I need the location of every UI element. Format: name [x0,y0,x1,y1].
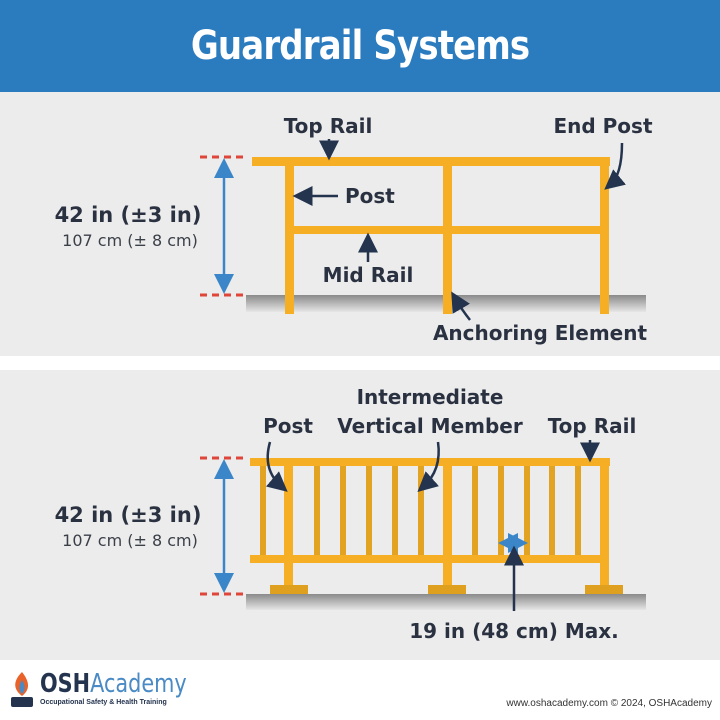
ground-slab [246,594,646,610]
intermediate-vertical-member [418,466,424,555]
bottom-rail [250,555,608,563]
intermediate-vertical-member [524,466,530,555]
brand-tagline: Occupational Safety & Health Training [40,699,167,706]
oshacademy-logo[interactable]: OSHAcademy Occupational Safety & Health … [8,670,223,712]
intermediate-vertical-member [314,466,320,555]
intermediate-vertical-member [392,466,398,555]
height-cm: 107 cm (± 8 cm) [62,231,198,250]
intermediate-vertical-member [472,466,478,555]
height-inches: 42 in (±3 in) [55,203,202,227]
label-post: Post [345,184,395,208]
intermediate-vertical-member [575,466,581,555]
height-inches: 42 in (±3 in) [55,503,202,527]
top-rail [252,157,610,166]
label-end-post: End Post [553,114,652,138]
label-ivm-line1: Intermediate [357,385,504,409]
label-mid-rail: Mid Rail [323,263,414,287]
top-guardrail [246,157,646,314]
label-anchoring-element: Anchoring Element [433,321,648,345]
bottom-guardrail [246,458,646,610]
top-rail [250,458,610,466]
post-footing [428,585,466,594]
post [285,157,294,314]
post-footing [585,585,623,594]
page-title: Guardrail Systems [190,23,530,69]
intermediate-vertical-member [366,466,372,555]
label-spacing-max: 19 in (48 cm) Max. [409,619,618,643]
post [284,458,293,586]
footer: OSHAcademy Occupational Safety & Health … [0,660,720,720]
end-post [600,458,609,586]
brand-osh: OSH [40,669,91,699]
guardrail-diagram: 42 in (±3 in) 107 cm (± 8 cm) Top Rail E… [0,92,720,660]
top-dimension: 42 in (±3 in) 107 cm (± 8 cm) [55,155,248,297]
post [443,157,452,314]
brand-academy: Academy [90,669,187,699]
post-footing [270,585,308,594]
arrow-icon [451,291,471,321]
intermediate-vertical-member [340,466,346,555]
intermediate-vertical-member [549,466,555,555]
bottom-dimension: 42 in (±3 in) 107 cm (± 8 cm) [55,456,248,596]
intermediate-vertical-member [498,466,504,555]
arrow-icon [417,441,440,493]
arrow-icon [604,142,627,190]
end-post [600,157,609,314]
label-ivm-line2: Vertical Member [337,414,523,438]
intermediate-vertical-member [260,466,266,555]
height-cm: 107 cm (± 8 cm) [62,531,198,550]
arrow-icon [265,441,288,492]
header-banner: Guardrail Systems [0,0,720,92]
torch-flame-icon [11,672,33,707]
label-top-rail: Top Rail [284,114,373,138]
label-post: Post [263,414,313,438]
copyright-text: www.oshacademy.com © 2024, OSHAcademy [506,698,712,709]
post [443,458,452,586]
label-top-rail: Top Rail [548,414,637,438]
